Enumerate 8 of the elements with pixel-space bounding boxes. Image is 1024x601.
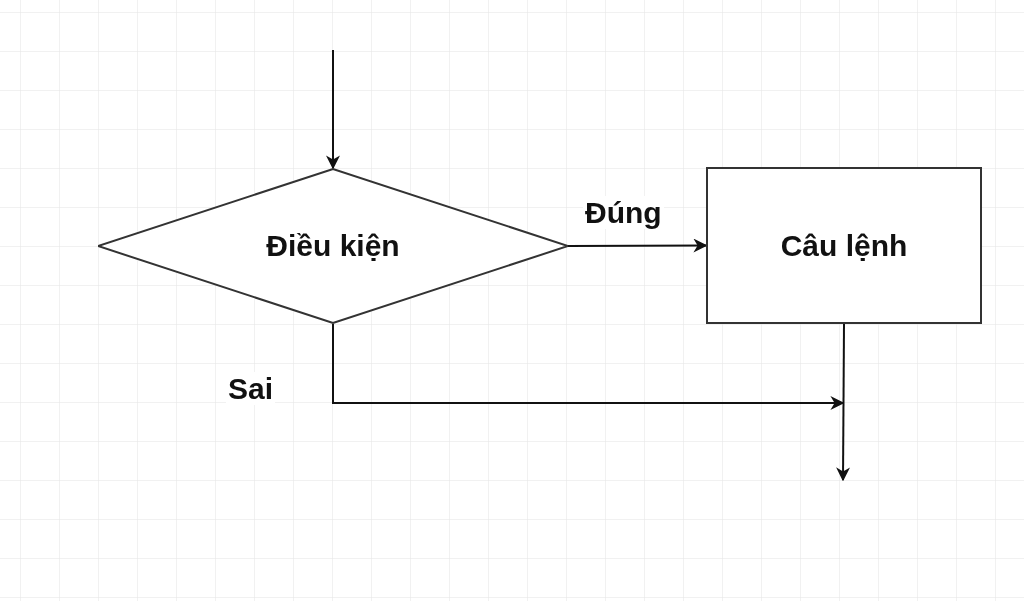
arrow — [326, 49, 340, 170]
edge-label: Sai — [226, 372, 276, 405]
edge-label: Đúng — [583, 196, 664, 229]
node-label: Điều kiện — [266, 229, 400, 263]
arrow — [836, 323, 851, 482]
arrow — [567, 238, 708, 253]
arrow — [332, 323, 845, 410]
node-label: Câu lệnh — [780, 228, 908, 263]
